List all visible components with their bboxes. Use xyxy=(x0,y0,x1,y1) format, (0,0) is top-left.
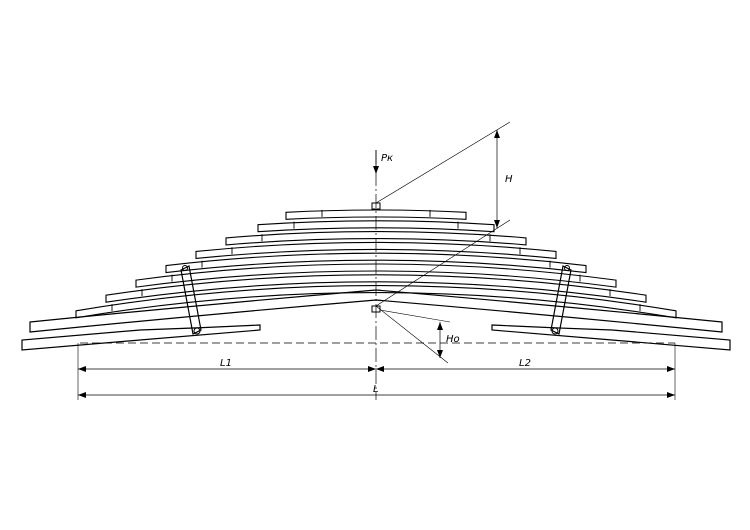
len-L-label: L xyxy=(373,384,379,395)
spring-leaf xyxy=(257,220,495,233)
dimension-L1 xyxy=(78,366,376,372)
main-leaf xyxy=(21,289,731,351)
left-clamp xyxy=(180,265,202,335)
dimension-L2 xyxy=(376,366,675,372)
right-clamp xyxy=(550,265,572,335)
spring-leaf xyxy=(285,209,467,220)
height-H0-label: Ho xyxy=(446,334,460,345)
spring-leaf xyxy=(225,231,527,246)
spring-leaf xyxy=(165,252,587,274)
dimension-H0 xyxy=(437,322,443,358)
spring-leaf xyxy=(135,263,617,288)
spring-leaf xyxy=(195,241,557,260)
len-L1-label: L1 xyxy=(220,358,232,369)
spring-leaf xyxy=(105,274,647,303)
dimension-H xyxy=(494,130,500,228)
height-H-label: H xyxy=(505,174,513,185)
len-L2-label: L2 xyxy=(519,358,531,369)
force-arrow xyxy=(373,150,379,174)
dimension-L xyxy=(78,392,675,398)
force-label: Pк xyxy=(381,153,393,164)
